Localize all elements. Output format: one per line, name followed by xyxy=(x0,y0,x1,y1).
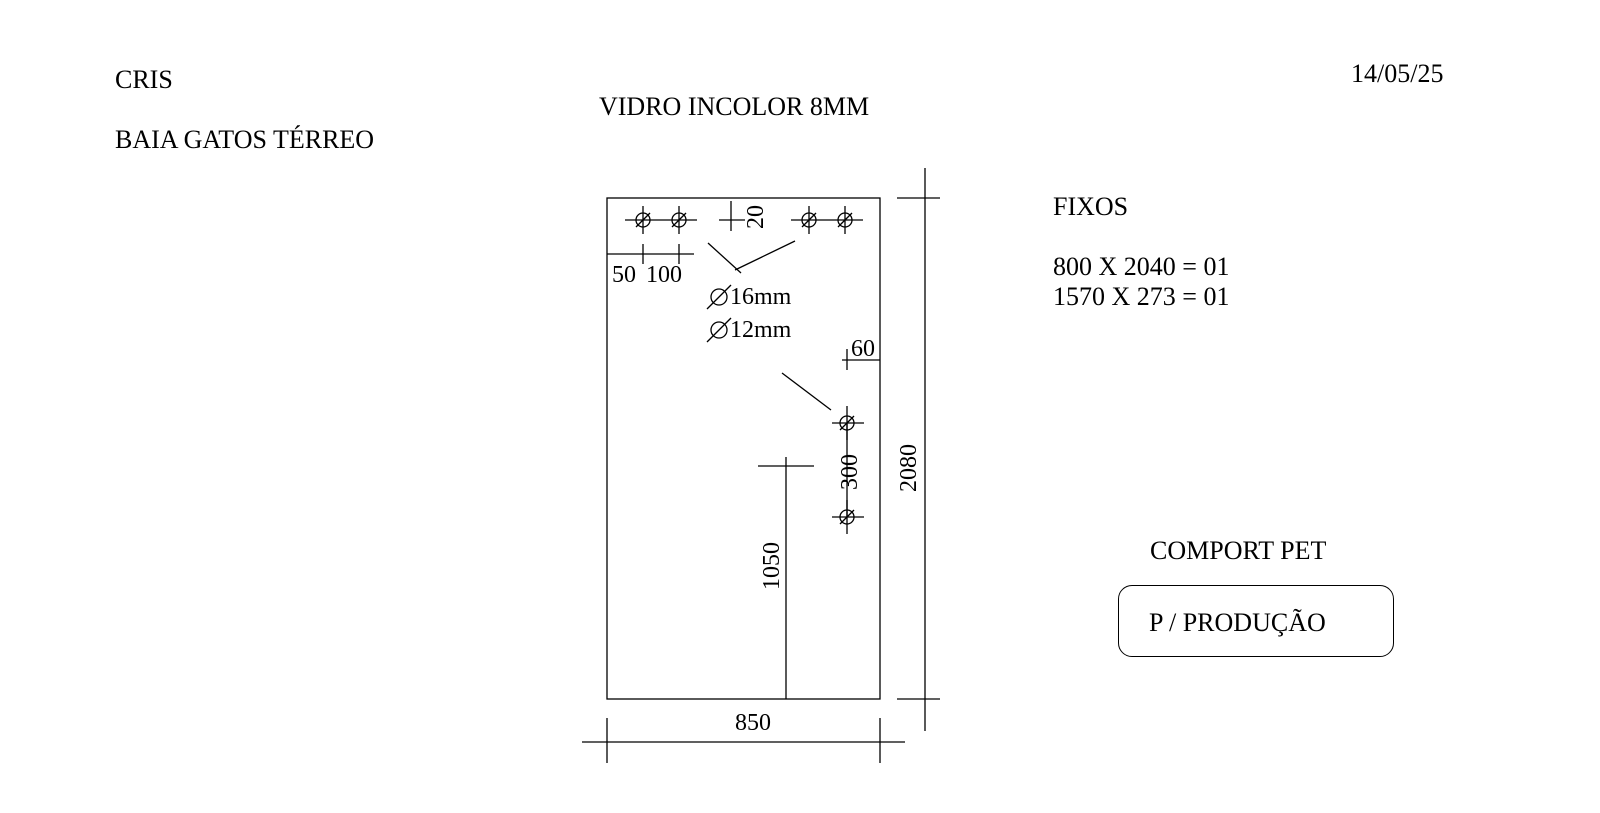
top-hole-3 xyxy=(791,206,827,234)
client-name: CRIS xyxy=(115,65,173,94)
production-box: P / PRODUÇÃO xyxy=(1118,585,1394,657)
vertical-spacing-label: 300 xyxy=(837,454,863,490)
top-hole-1 xyxy=(625,206,661,234)
hole-12mm-label: 12mm xyxy=(730,317,792,343)
project-name: BAIA GATOS TÉRREO xyxy=(115,125,375,154)
diameter-16-symbol xyxy=(706,284,732,310)
height-dim-label: 2080 xyxy=(896,444,922,492)
glass-panel-outline xyxy=(606,197,881,700)
top-hole-2 xyxy=(661,206,697,234)
production-box-text: P / PRODUÇÃO xyxy=(1149,608,1326,637)
leader-16mm-left xyxy=(707,242,742,274)
hole-spacing-label: 100 xyxy=(646,262,682,288)
fixos-title: FIXOS xyxy=(1053,192,1129,221)
fixos-line-2: 1570 X 273 = 01 xyxy=(1053,282,1230,311)
handle-height-label: 1050 xyxy=(759,542,785,590)
material-title: VIDRO INCOLOR 8MM xyxy=(599,92,870,121)
date-label: 14/05/25 xyxy=(1351,59,1444,88)
side-hole-1 xyxy=(832,406,864,440)
leader-16mm-right xyxy=(734,240,796,271)
top-hole-4 xyxy=(827,206,863,234)
hole-16mm-label: 16mm xyxy=(730,284,792,310)
fixos-line-1: 800 X 2040 = 01 xyxy=(1053,252,1230,281)
top-offset-label: 20 xyxy=(743,205,769,229)
leader-12mm xyxy=(781,372,832,411)
right-offset-label: 60 xyxy=(851,336,875,362)
comport-pet-label: COMPORT PET xyxy=(1150,536,1327,565)
width-dim-label: 850 xyxy=(735,710,771,736)
left-offset-label: 50 xyxy=(612,262,636,288)
side-hole-2 xyxy=(832,500,864,534)
diameter-12-symbol xyxy=(706,317,732,343)
